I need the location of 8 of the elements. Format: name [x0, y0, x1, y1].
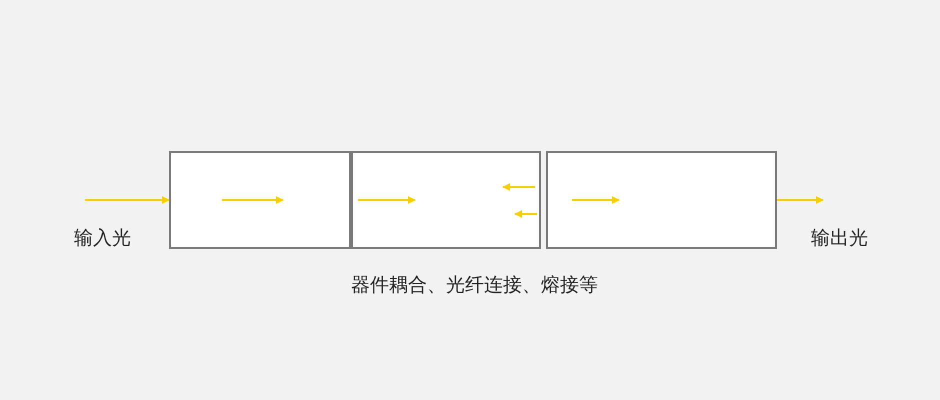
- arrow: [85, 196, 170, 204]
- arrow: [777, 196, 824, 204]
- light-label: 输出光: [811, 226, 868, 251]
- light-label: 输入光: [74, 226, 131, 251]
- device-box: [169, 151, 351, 249]
- device-box: [351, 151, 541, 249]
- device-box: [546, 151, 777, 249]
- caption-text: 器件耦合、光纤连接、熔接等: [351, 273, 598, 298]
